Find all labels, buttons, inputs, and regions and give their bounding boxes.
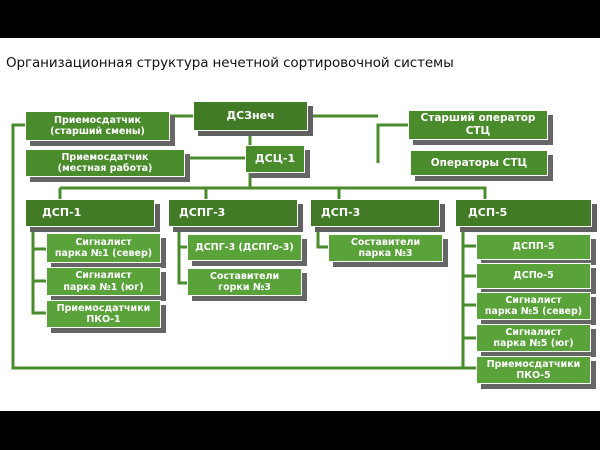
line-right-bus	[376, 123, 408, 163]
top-letterbox	[0, 0, 600, 38]
line-left-bus	[11, 123, 478, 370]
bottom-letterbox	[0, 411, 600, 450]
node-dszech: ДСЗнеч	[193, 101, 308, 131]
node-senior-operator: Старший оператор СТЦ	[408, 110, 548, 140]
line-dsp3-subtree	[316, 229, 328, 249]
node-dsp1: ДСП-1	[25, 199, 155, 227]
node-compilers-park3: Составители парка №3	[328, 234, 443, 262]
slide: Организационная структура нечетной сорти…	[0, 38, 600, 411]
node-priem-pko5: Приемосдатчики ПКО-5	[476, 356, 591, 384]
node-signal1-south: Сигналист парка №1 (юг)	[46, 267, 161, 296]
node-dspp5: ДСПП-5	[476, 234, 591, 260]
line-dsp1-subtree	[31, 229, 46, 315]
node-dsp5: ДСП-5	[455, 199, 592, 227]
node-operators-stc: Операторы СТЦ	[410, 150, 548, 176]
node-dspg3-sub: ДСПГ-3 (ДСПГо-3)	[187, 234, 302, 261]
line-dsp-bus	[248, 173, 487, 199]
node-signal5-north: Сигналист парка №5 (север)	[476, 292, 591, 320]
slide-title: Организационная структура нечетной сорти…	[6, 55, 454, 71]
node-dspg3: ДСПГ-3	[168, 199, 298, 227]
node-dsp3: ДСП-3	[310, 199, 440, 227]
connector-lines	[11, 114, 487, 370]
node-priem-local: Приемосдатчик (местная работа)	[25, 149, 185, 177]
node-compilers-hill3: Составители горки №3	[187, 268, 302, 296]
node-priem-senior: Приемосдатчик (старший смены)	[25, 111, 170, 141]
node-dsc1: ДСЦ-1	[245, 145, 305, 173]
node-dspo5: ДСПо-5	[476, 263, 591, 289]
node-priem-pko1: Приемосдатчики ПКО-1	[46, 300, 161, 328]
node-signal1-north: Сигналист парка №1 (север)	[46, 233, 161, 263]
node-signal5-south: Сигналист парка №5 (юг)	[476, 324, 591, 352]
